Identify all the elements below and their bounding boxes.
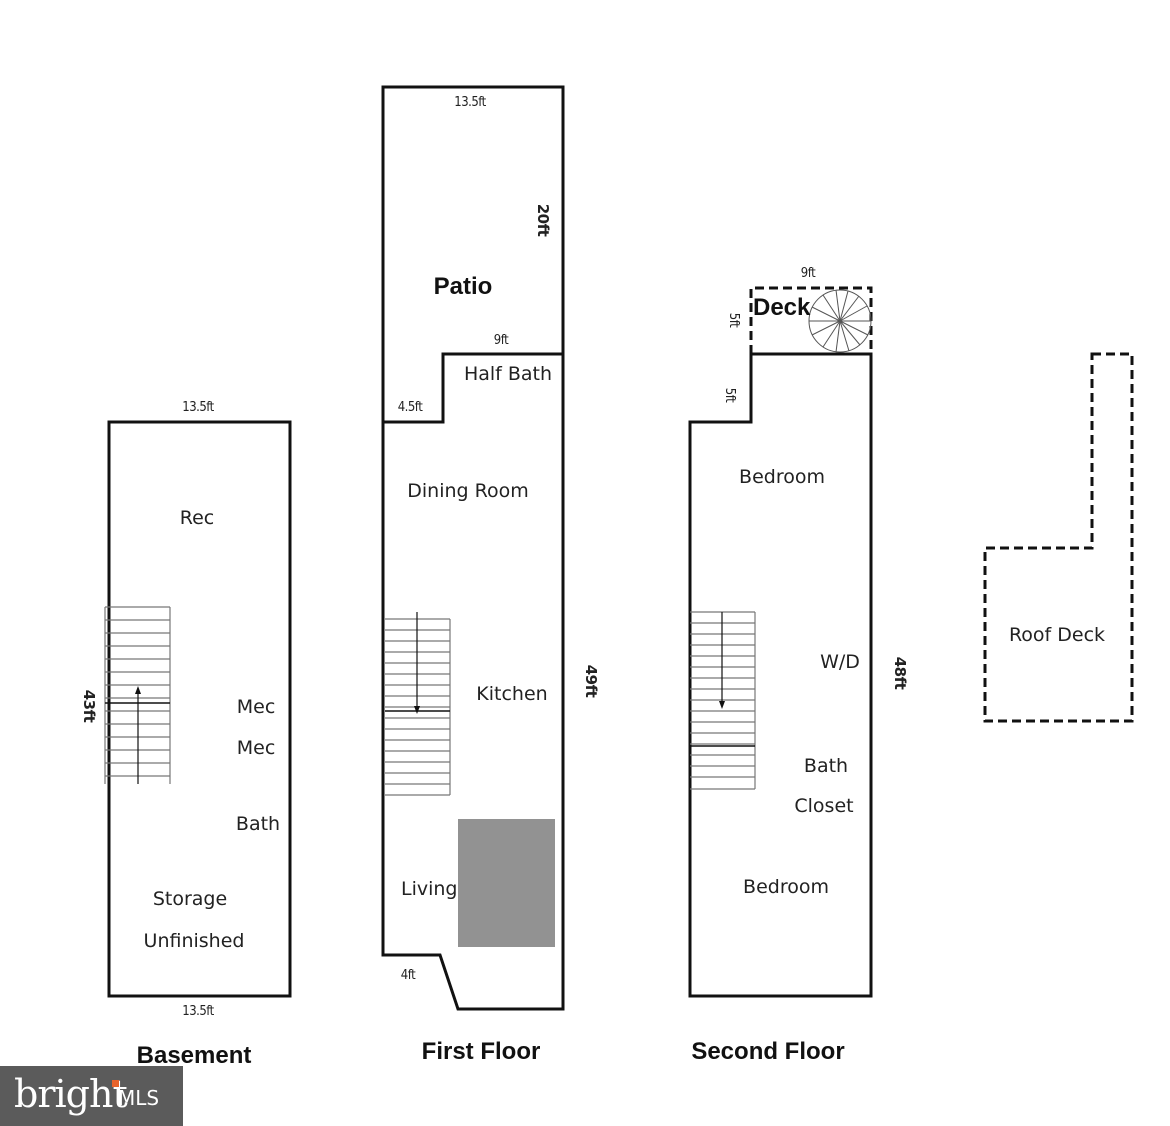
basement-plan: 13.5ft 13.5ft 43ft Rec Mec Mec Bath Stor… [80, 400, 292, 1069]
fireplace-block [458, 819, 555, 947]
second-floor-stair-arrowhead [719, 701, 725, 709]
logo-accent-mark [112, 1080, 119, 1087]
basement-bottom-width: 13.5ft [182, 1004, 214, 1019]
room-second-bath: Bath [804, 755, 848, 777]
room-rec: Rec [180, 507, 214, 529]
basement-top-width: 13.5ft [182, 400, 214, 415]
logo-brand-text: bright [14, 1072, 128, 1116]
room-roof-deck: Roof Deck [1009, 624, 1105, 646]
first-floor-length: 49ft [582, 665, 600, 698]
room-closet: Closet [794, 795, 853, 817]
deck-width: 9ft [801, 266, 816, 281]
half-bath-width: 9ft [494, 333, 509, 348]
basement-outline [107, 420, 292, 998]
room-mec-1: Mec [237, 696, 276, 718]
room-basement-bath: Bath [236, 813, 280, 835]
logo-mls-text: MLS [118, 1086, 160, 1110]
room-storage: Storage [153, 888, 227, 910]
room-mec-2: Mec [237, 737, 276, 759]
roof-deck-outline [983, 352, 1134, 723]
room-dining: Dining Room [407, 480, 528, 502]
room-bedroom-2: Bedroom [743, 876, 829, 898]
patio-length: 20ft [534, 204, 552, 237]
first-floor-outline [381, 85, 565, 1011]
basement-title: Basement [137, 1042, 252, 1069]
second-floor-outline [688, 352, 873, 998]
patio-width: 13.5ft [454, 95, 486, 110]
first-floor-title: First Floor [422, 1038, 541, 1065]
room-bedroom-1: Bedroom [739, 466, 825, 488]
room-deck: Deck [753, 294, 811, 321]
bright-mls-logo: bright MLS [0, 1066, 183, 1126]
deck-depth: 5ft [726, 313, 741, 328]
basement-length: 43ft [80, 690, 98, 723]
roof-deck-plan: Roof Deck [983, 352, 1134, 723]
spiral-stair [808, 289, 872, 353]
room-unfinished: Unfinished [144, 930, 245, 952]
room-living: Living [401, 878, 458, 900]
bay-width: 4ft [401, 968, 416, 983]
second-floor-length: 48ft [891, 657, 909, 690]
first-floor-stair-arrowhead [414, 706, 420, 714]
room-washer-dryer: W/D [820, 651, 860, 673]
basement-stair-arrowhead [135, 686, 141, 694]
room-kitchen: Kitchen [476, 683, 547, 705]
first-floor-patio-wall [383, 352, 563, 424]
second-floor-title: Second Floor [691, 1038, 844, 1065]
room-half-bath: Half Bath [464, 363, 552, 385]
step-width: 4.5ft [398, 400, 423, 415]
step-depth: 5ft [722, 388, 737, 403]
room-patio: Patio [434, 273, 493, 300]
first-floor-plan: 13.5ft 20ft 9ft 4.5ft 4ft 49ft Patio Hal… [381, 85, 600, 1065]
second-floor-plan: 9ft 5ft 5ft 48ft Deck Bedroom W/D Bath C… [688, 266, 909, 1065]
